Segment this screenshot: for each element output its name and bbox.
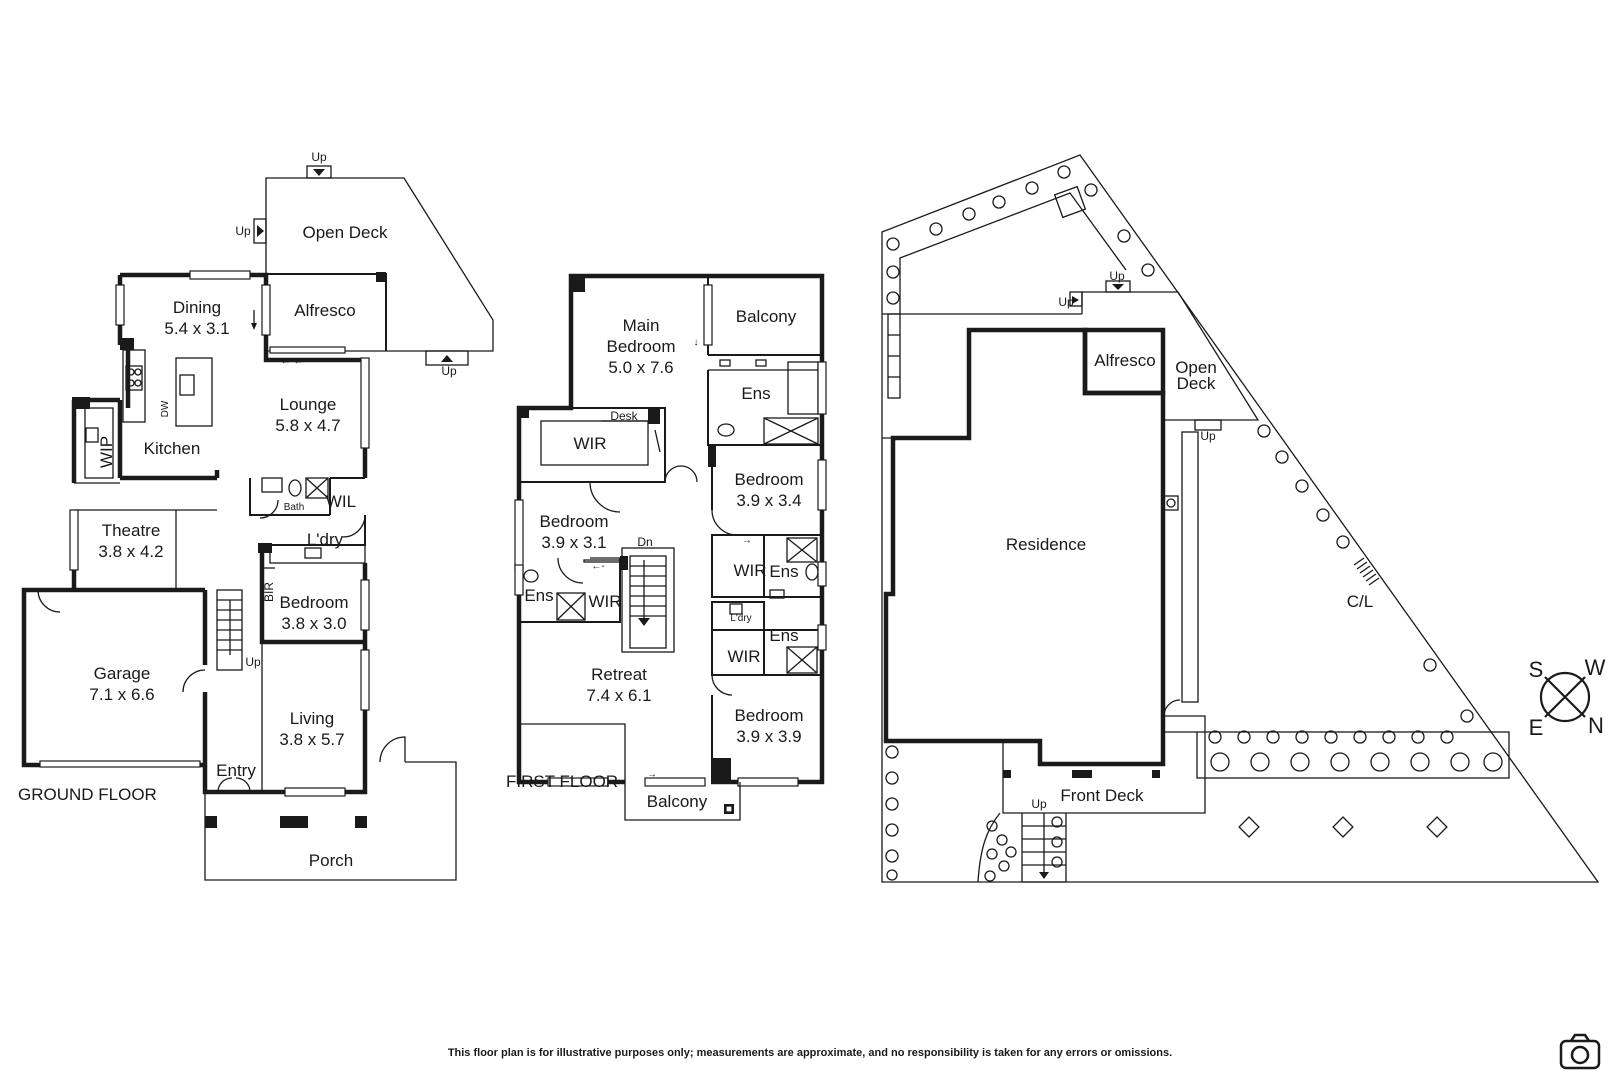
room-open-deck: Open Deck [302,223,388,242]
room-living-dim: 3.8 x 5.7 [279,730,344,749]
room-wir-left: WIR [588,592,621,611]
room-bedroom-south-dim: 3.9 x 3.9 [736,727,801,746]
room-bedroom-east: Bedroom [735,470,804,489]
room-theatre-dim: 3.8 x 4.2 [98,542,163,561]
room-entry: Entry [216,761,256,780]
room-ens-mid: Ens [769,562,798,581]
up-label: Up [1031,797,1047,811]
up-label: Up [441,364,457,378]
dishwasher-label: DW [160,400,171,417]
room-balcony-top: Balcony [736,307,797,326]
room-bedroom-west-dim: 3.9 x 3.1 [541,533,606,552]
up-label: Up [245,655,261,669]
compass-s: S [1529,657,1544,682]
room-wir-low: WIR [727,647,760,666]
ground-floor-plan: ← ← [18,150,494,881]
svg-text:→: → [742,535,752,546]
room-living: Living [290,709,334,728]
first-floor-title: FIRST FLOOR [506,772,618,791]
compass-rose: S W E N [1529,655,1606,740]
up-label: Up [1058,295,1074,309]
compass-n: N [1588,713,1604,738]
site-cl-label: C/L [1347,592,1373,611]
room-wir-mid: WIR [733,561,766,580]
ground-floor-title: GROUND FLOOR [18,785,157,804]
room-balcony-bottom: Balcony [647,792,708,811]
desk-label: Desk [610,409,638,423]
svg-text:→: → [647,769,657,780]
site-residence: Residence [1006,535,1086,554]
room-garage-dim: 7.1 x 6.6 [89,685,154,704]
site-plan: Residence Alfresco Open Deck Front Deck … [881,154,1600,883]
room-porch: Porch [309,851,353,870]
up-label: Up [1200,429,1216,443]
room-dining-dim: 5.4 x 3.1 [164,319,229,338]
room-main-bedroom-dim: 5.0 x 7.6 [608,358,673,377]
room-retreat-dim: 7.4 x 6.1 [586,686,651,705]
compass-e: E [1529,715,1544,740]
room-bedroom-south: Bedroom [735,706,804,725]
room-main-bedroom: Main [623,316,660,335]
room-wir-top: WIR [573,434,606,453]
room-ens-top: Ens [741,384,770,403]
site-open-deck: Deck [1177,374,1216,393]
room-wil: WIL [326,492,356,511]
room-alfresco: Alfresco [294,301,355,320]
room-bedroom-east-dim: 3.9 x 3.4 [736,491,801,510]
up-label: Up [1109,269,1125,283]
compass-w: W [1585,655,1606,680]
up-label: Up [235,224,251,238]
room-bedroom-dim: 3.8 x 3.0 [281,614,346,633]
site-open-deck: Open [1175,358,1217,377]
svg-text:←-: ←- [591,561,604,572]
room-garage: Garage [94,664,151,683]
room-laundry: L'dry [307,530,344,549]
camera-icon [1559,1033,1601,1070]
room-bedroom: Bedroom [280,593,349,612]
room-bath: Bath [284,502,305,513]
room-retreat: Retreat [591,665,647,684]
svg-text:← ←: ← ← [281,356,304,367]
stairs-down-label: Dn [637,535,652,549]
room-wip: WIP [97,436,116,468]
site-front-deck: Front Deck [1060,786,1144,805]
room-kitchen: Kitchen [144,439,201,458]
room-main-bedroom: Bedroom [607,337,676,356]
room-bedroom-west: Bedroom [540,512,609,531]
room-bir: BIR [262,582,276,602]
room-dining: Dining [173,298,221,317]
disclaimer-text: This floor plan is for illustrative purp… [447,1047,1173,1059]
room-laundry-first: L'dry [730,613,751,624]
svg-text:↓: ↓ [694,337,699,348]
room-ens-low: Ens [769,626,798,645]
site-alfresco: Alfresco [1094,351,1155,370]
up-label: Up [311,150,327,164]
room-lounge: Lounge [280,395,337,414]
room-lounge-dim: 5.8 x 4.7 [275,416,340,435]
first-floor-plan: ↓ → [506,273,827,821]
room-theatre: Theatre [102,521,161,540]
room-ens-left: Ens [524,586,553,605]
